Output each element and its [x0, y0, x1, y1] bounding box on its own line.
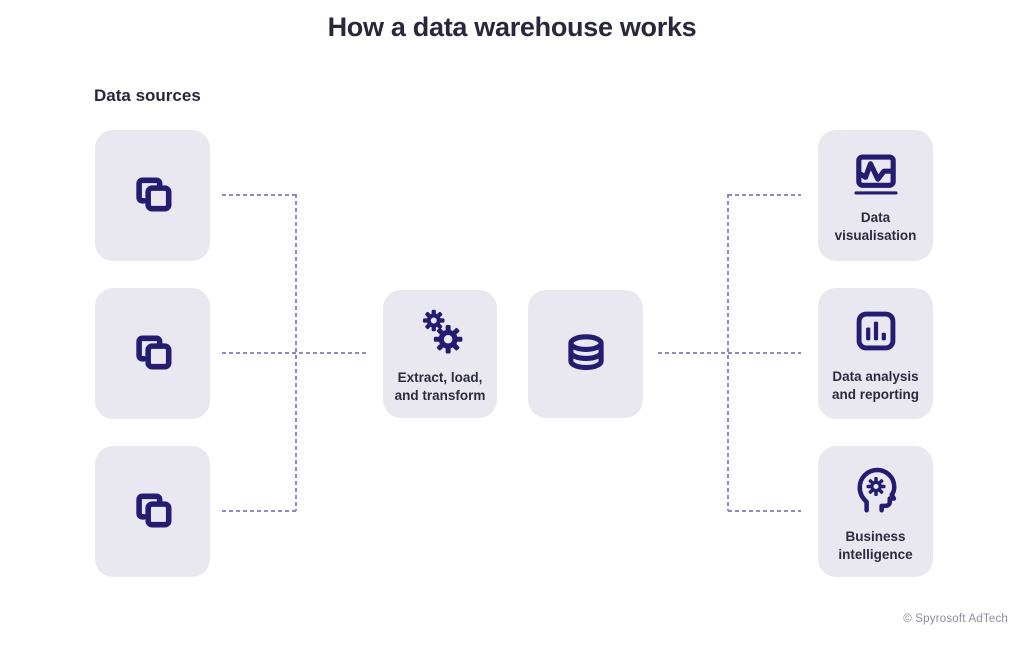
data-analysis-card: Data analysis and reporting: [818, 288, 933, 419]
connector-output3-line: [728, 510, 801, 512]
connector-left-vertical-line: [295, 194, 297, 511]
data-visualisation-card: Data visualisation: [818, 130, 933, 261]
copy-icon: [124, 483, 182, 541]
head-gear-icon: [846, 459, 906, 519]
connector-warehouse-line: [658, 352, 801, 354]
bar-chart-icon: [848, 303, 904, 359]
source-card-3: [95, 446, 210, 577]
extract-load-transform-card: Extract, load, and transform: [383, 290, 497, 418]
connector-source3-line: [222, 510, 296, 512]
data-analysis-label: Data analysis and reporting: [832, 369, 919, 402]
business-intelligence-label: Business intelligence: [838, 529, 913, 562]
data-visualisation-label: Data visualisation: [834, 210, 917, 243]
database-icon: [557, 325, 615, 383]
page-title: How a data warehouse works: [327, 12, 697, 42]
monitor-chart-icon: [846, 146, 906, 200]
copy-icon: [124, 167, 182, 225]
connector-source1-line: [222, 194, 296, 196]
copy-icon: [124, 325, 182, 383]
copyright-text: © Spyrosoft AdTech: [903, 613, 1008, 625]
connector-output1-line: [728, 194, 801, 196]
business-intelligence-card: Business intelligence: [818, 446, 933, 577]
gears-icon: [410, 303, 470, 363]
data-warehouse-card: [528, 290, 643, 418]
connector-source2-line: [222, 352, 366, 354]
source-card-2: [95, 288, 210, 419]
source-card-1: [95, 130, 210, 261]
data-sources-label: Data sources: [94, 86, 201, 105]
extract-load-transform-label: Extract, load, and transform: [394, 370, 486, 403]
